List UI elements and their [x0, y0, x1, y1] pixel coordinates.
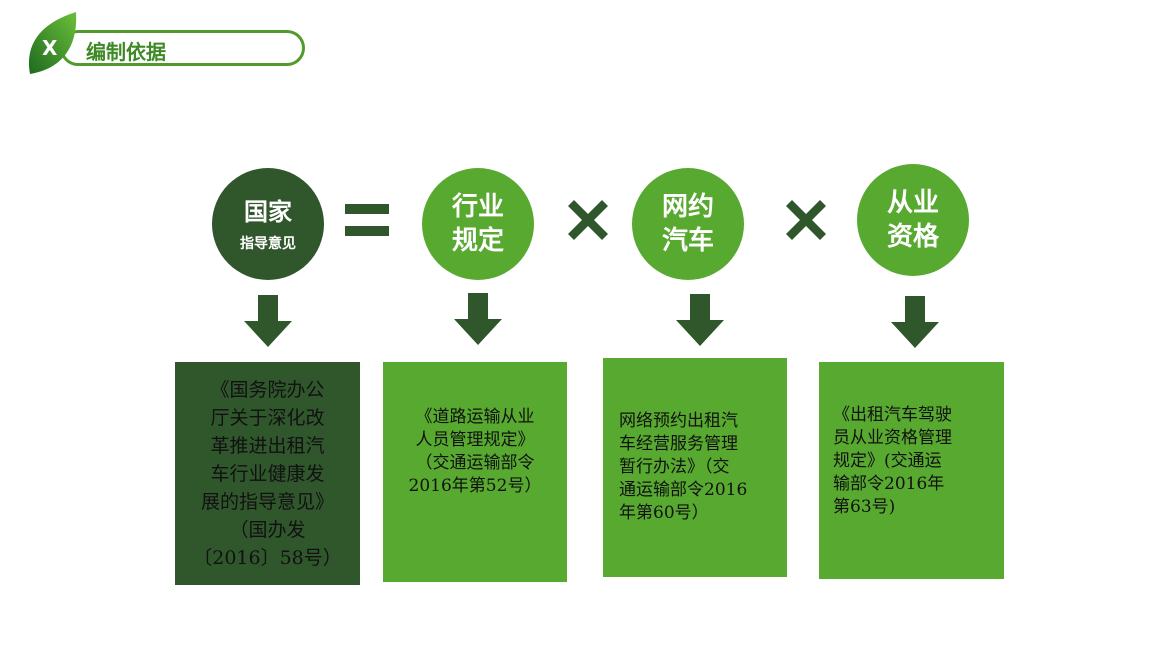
box-text: 《道路运输从业 人员管理规定》 （交通运输部令 2016年第52号） [408, 407, 542, 496]
down-arrow-icon [244, 295, 292, 347]
circle-title: 从业 资格 [886, 188, 939, 252]
circle-title: 国家 [244, 198, 292, 226]
box-text: 《国务院办公 厅关于深化改 革推进出租汽 车行业健康发 展的指导意见》 （国办发… [193, 378, 342, 569]
leaf-icon [28, 12, 77, 74]
circle-qualification: 从业 资格 [857, 164, 969, 276]
page-title: 编制依据 [86, 40, 166, 64]
circle-subtitle: 指导意见 [240, 236, 296, 252]
equals-icon [345, 204, 389, 236]
down-arrow-icon [891, 296, 939, 348]
down-arrow-icon [454, 293, 502, 345]
box-ride-hailing-doc: 网络预约出租汽 车经营服务管理 暂行办法》（交 通运输部令2016 年第60号） [603, 358, 787, 577]
circle-industry-rules: 行业 规定 [422, 168, 534, 280]
circle-title: 行业 规定 [451, 192, 504, 256]
box-text: 《出租汽车驾驶 员从业资格管理 规定》(交通运 输部令2016年 第63号) [833, 405, 952, 517]
box-national-doc: 《国务院办公 厅关于深化改 革推进出租汽 车行业健康发 展的指导意见》 （国办发… [175, 362, 360, 585]
box-industry-doc: 《道路运输从业 人员管理规定》 （交通运输部令 2016年第52号） [383, 362, 567, 582]
circle-ride-hailing: 网约 汽车 [632, 168, 744, 280]
down-arrow-icon [676, 294, 724, 346]
box-text: 网络预约出租汽 车经营服务管理 暂行办法》（交 通运输部令2016 年第60号） [619, 411, 748, 523]
header-badge: X [42, 36, 58, 60]
times-icon [786, 200, 826, 240]
times-icon [568, 200, 608, 240]
circle-national-guidance: 国家 指导意见 [212, 168, 324, 280]
box-qualification-doc: 《出租汽车驾驶 员从业资格管理 规定》(交通运 输部令2016年 第63号) [819, 362, 1004, 579]
circle-title: 网约 汽车 [661, 192, 714, 256]
